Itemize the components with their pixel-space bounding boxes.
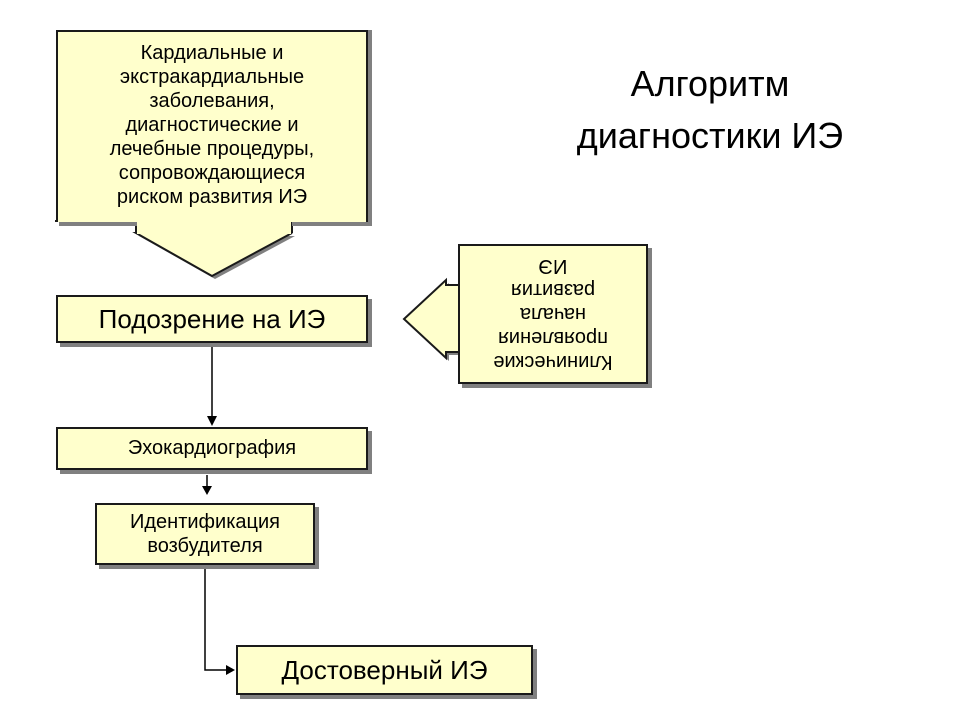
- risk-line: экстракардиальные: [119, 66, 305, 88]
- ident-text: Идентификация возбудителя: [130, 510, 280, 558]
- pathogen-identification-box: Идентификация возбудителя: [95, 503, 315, 565]
- ident-line: возбудителя: [147, 535, 263, 557]
- definite-label: Достоверный ИЭ: [281, 654, 488, 685]
- risk-box-shadow-bottom-right: [292, 222, 372, 226]
- clinical-line: начала: [519, 303, 587, 325]
- echo-label: Эхокардиография: [127, 437, 297, 459]
- arrowhead-echo: [207, 416, 217, 426]
- page-title: Алгоритм диагностики ИЭ: [520, 58, 900, 162]
- risk-box-shadow-bottom: [59, 222, 137, 226]
- clinical-text: Клинические проявления начала развития И…: [493, 254, 612, 374]
- arrowhead-definite: [226, 665, 235, 675]
- risk-line: диагностические и: [125, 114, 299, 136]
- clinical-line: Клинические: [493, 351, 613, 373]
- risk-conditions-box: Кардиальные и экстракардиальные заболева…: [56, 30, 368, 222]
- risk-line: Кардиальные и: [140, 42, 284, 64]
- clinical-line: проявления: [498, 327, 608, 349]
- title-line-2: диагностики ИЭ: [576, 115, 844, 156]
- definite-ie-box: Достоверный ИЭ: [236, 645, 533, 695]
- clinical-manifestations-box: Клинические проявления начала развития И…: [458, 244, 648, 384]
- clinical-line: развития: [510, 279, 596, 301]
- risk-line: заболевания,: [149, 90, 275, 112]
- risk-line: риском развития ИЭ: [116, 186, 308, 208]
- arrow-ident-to-definite: [204, 567, 228, 671]
- suspicion-label: Подозрение на ИЭ: [98, 303, 326, 334]
- arrowhead-ident: [202, 486, 212, 495]
- risk-line: лечебные процедуры,: [109, 138, 315, 160]
- big-arrow-neck: [137, 220, 291, 234]
- left-block-arrow: [402, 277, 461, 361]
- title-line-1: Алгоритм: [630, 63, 790, 104]
- suspicion-box: Подозрение на ИЭ: [56, 295, 368, 343]
- clinical-line: ИЭ: [538, 255, 568, 277]
- big-down-arrow-body: [132, 232, 293, 278]
- risk-conditions-text: Кардиальные и экстракардиальные заболева…: [110, 41, 315, 213]
- risk-line: сопровождающиеся: [118, 162, 306, 184]
- ident-line: Идентификация: [130, 511, 280, 533]
- echocardiography-box: Эхокардиография: [56, 427, 368, 470]
